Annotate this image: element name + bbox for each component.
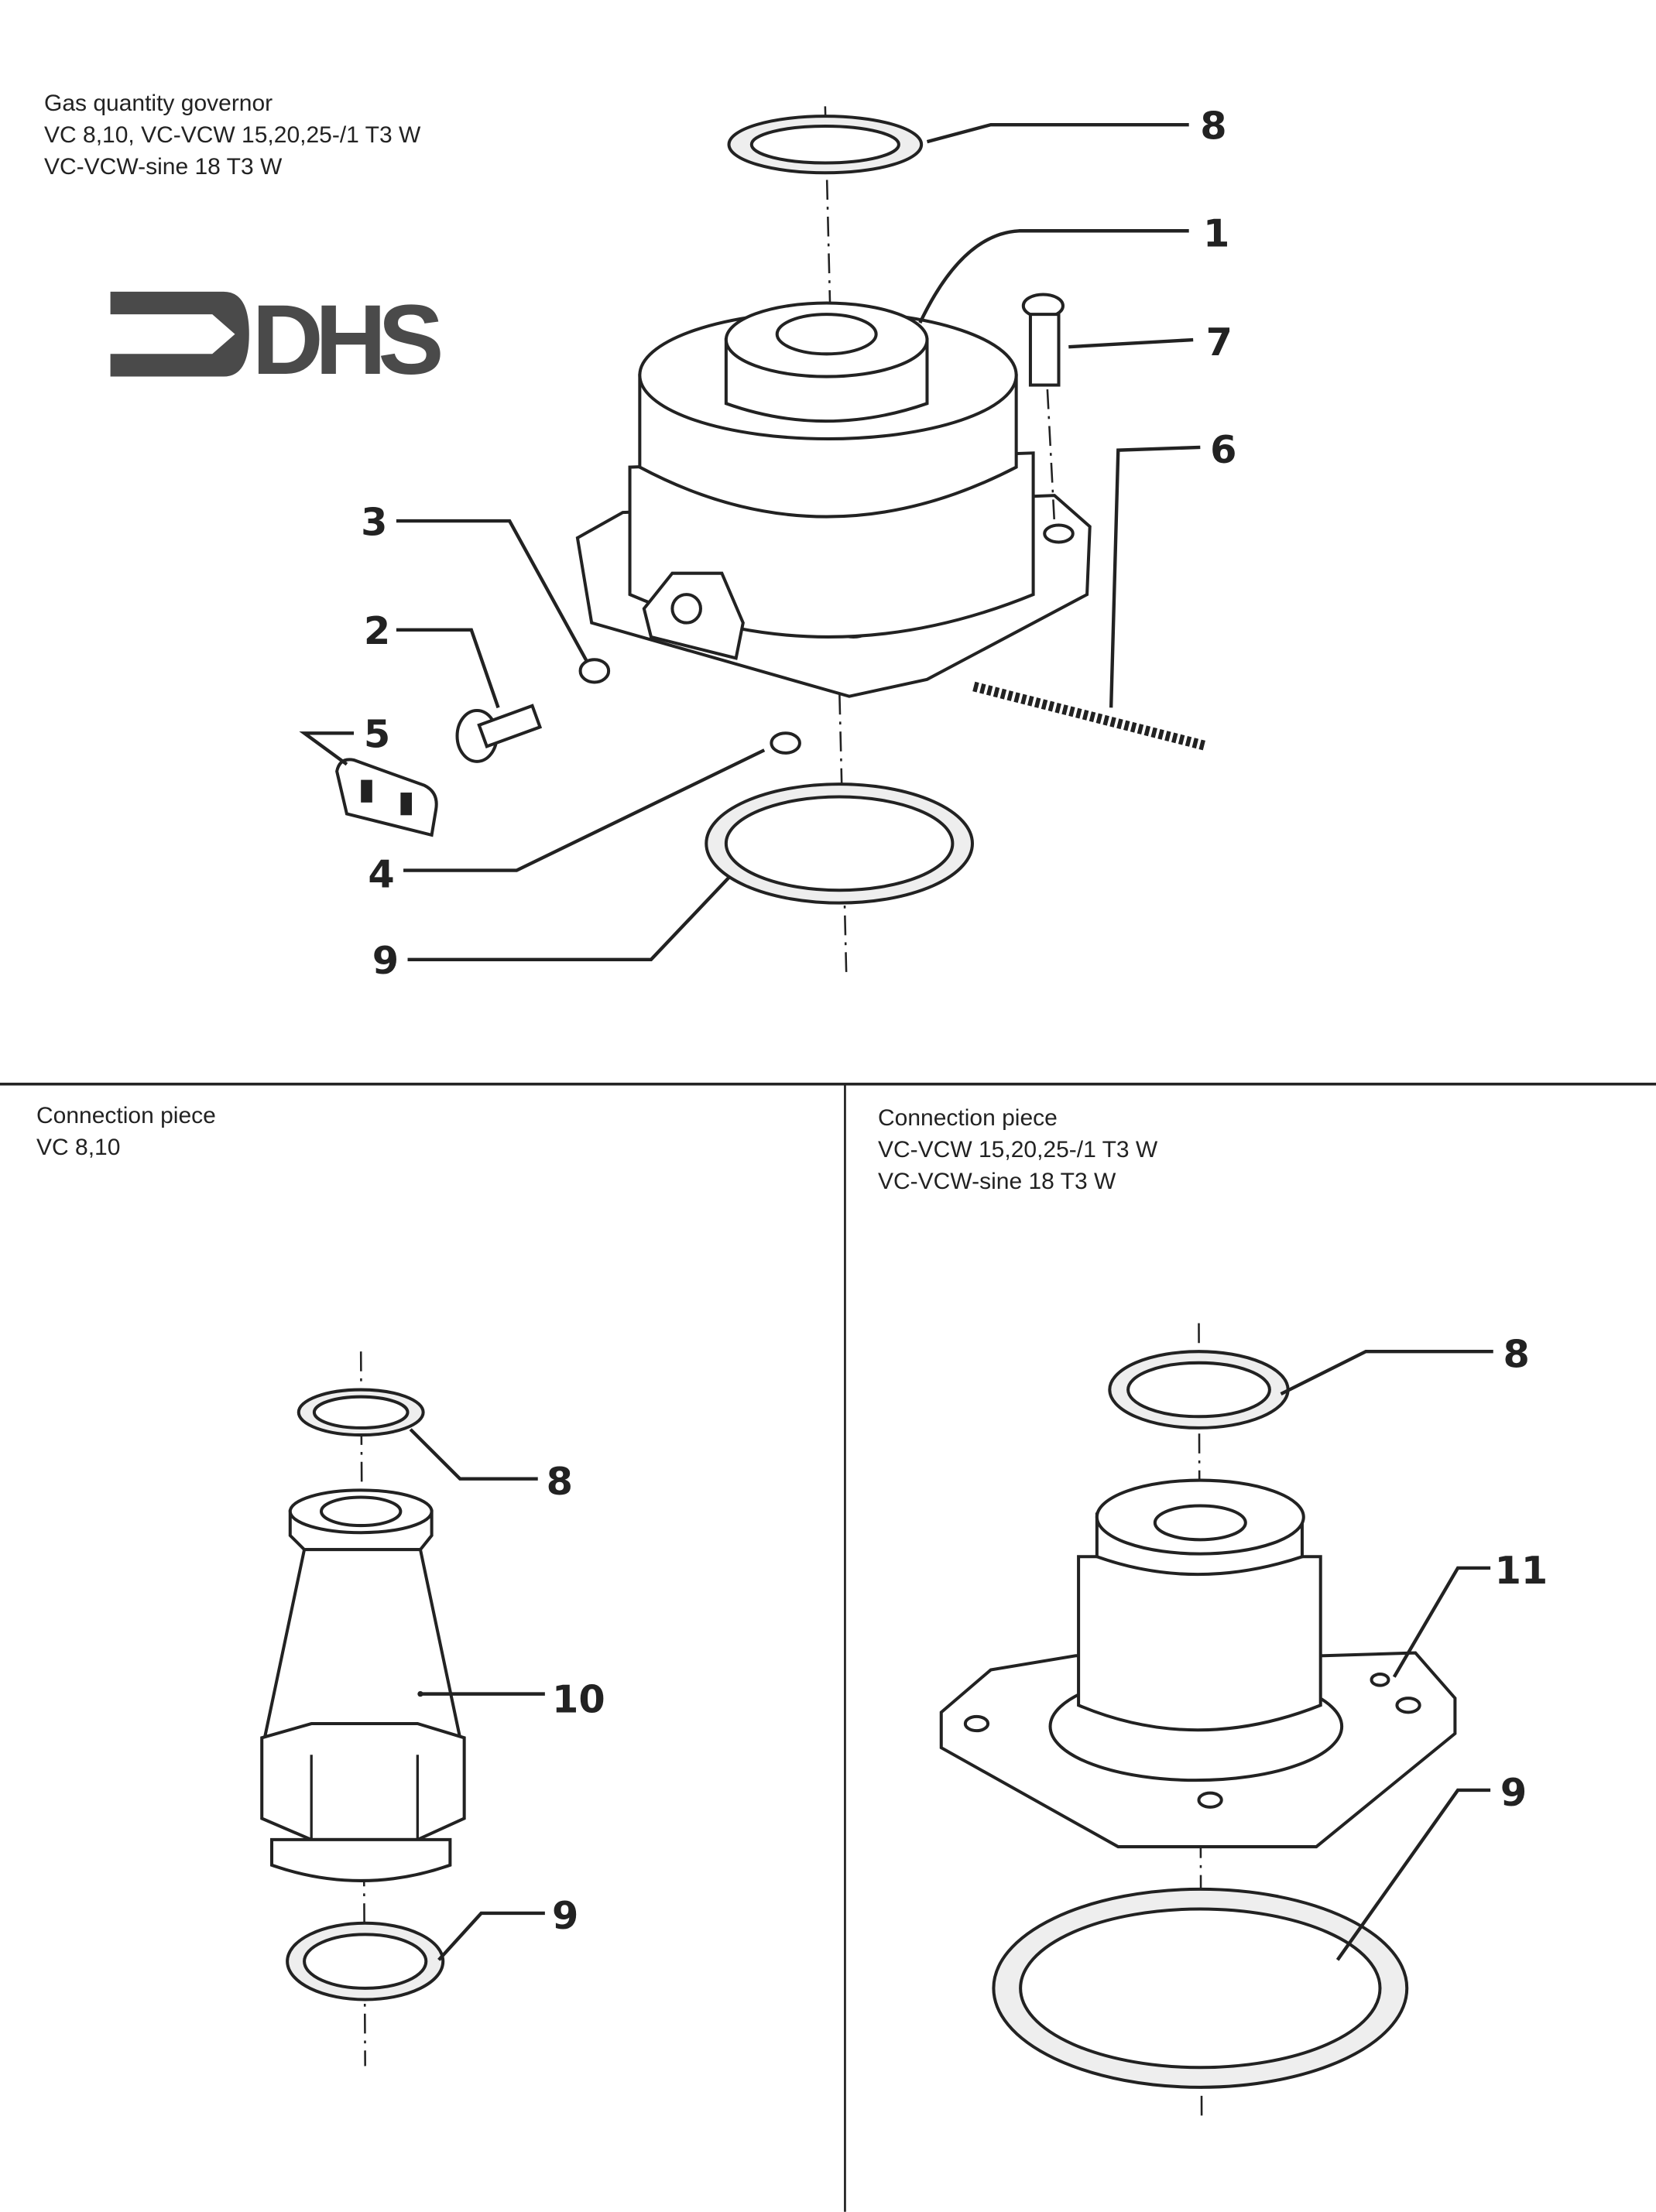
title-line: VC 8,10, VC-VCW 15,20,25-/1 T3 W — [44, 122, 421, 148]
top-callouts: 8 1 7 6 3 2 5 4 9 — [299, 103, 1236, 983]
title-line: Connection piece — [36, 1103, 216, 1128]
governor-assembly — [335, 106, 1208, 977]
bottom-right-callouts: 8 11 9 — [1280, 1331, 1548, 1961]
title-line: VC-VCW 15,20,25-/1 T3 W — [878, 1137, 1158, 1162]
callout-8: 8 — [547, 1459, 573, 1504]
callout-8: 8 — [1200, 103, 1226, 148]
title-line: VC 8,10 — [36, 1135, 121, 1160]
callout-3: 3 — [361, 499, 387, 544]
callout-9: 9 — [552, 1893, 578, 1938]
title-line: VC-VCW-sine 18 T3 W — [44, 154, 283, 180]
callout-2: 2 — [364, 608, 390, 653]
screw-2 — [455, 704, 543, 763]
title-line: Connection piece — [878, 1105, 1058, 1131]
plate-5 — [335, 758, 438, 837]
top-title: Gas quantity governor VC 8,10, VC-VCW 15… — [44, 87, 420, 183]
bottom-left-callouts: 8 10 9 — [409, 1428, 605, 1961]
callout-5: 5 — [364, 712, 390, 757]
thread-bottom — [270, 1837, 452, 1882]
dhs-logo: DHS — [110, 285, 449, 395]
washer-3 — [578, 658, 611, 684]
title-line: VC-VCW-sine 18 T3 W — [878, 1169, 1116, 1194]
neck — [1077, 1555, 1322, 1732]
callout-4: 4 — [368, 852, 394, 897]
connection-piece-vcw — [939, 1323, 1457, 2123]
logo-text: DHS — [252, 285, 441, 395]
screw-7 — [1021, 293, 1065, 524]
hex-nut — [260, 1722, 466, 1841]
callout-9: 9 — [372, 938, 399, 983]
callout-11: 11 — [1495, 1548, 1548, 1593]
callout-8: 8 — [1503, 1331, 1530, 1376]
connection-piece-vc — [260, 1351, 466, 2066]
bottom-right-title: Connection piece VC-VCW 15,20,25-/1 T3 W… — [878, 1102, 1157, 1197]
callout-7: 7 — [1206, 320, 1233, 365]
title-line: Gas quantity governor — [44, 91, 273, 116]
callout-6: 6 — [1210, 427, 1236, 472]
bottom-left-title: Connection piece VC 8,10 — [36, 1100, 216, 1163]
callout-9: 9 — [1500, 1770, 1527, 1815]
rod-6 — [972, 681, 1208, 751]
cone-body-10 — [262, 1548, 462, 1740]
callout-10: 10 — [552, 1676, 605, 1721]
washer-4 — [770, 731, 801, 755]
callout-1: 1 — [1203, 211, 1229, 255]
